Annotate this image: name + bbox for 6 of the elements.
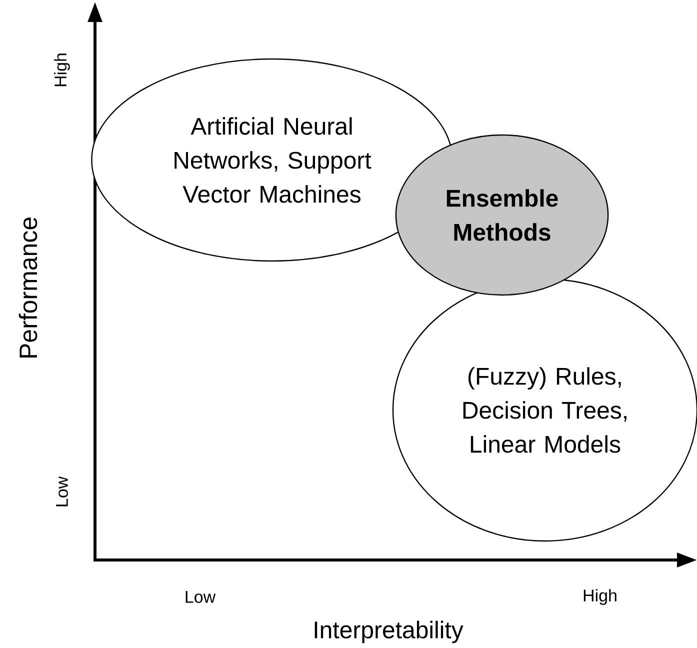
axis-title: Performance xyxy=(18,218,38,358)
axis-label: High xyxy=(584,589,616,605)
axis-title: Interpretability xyxy=(314,620,464,644)
axis-label: High xyxy=(54,54,70,86)
axis-label: Low xyxy=(56,476,68,506)
axis-label: Low xyxy=(186,591,216,603)
